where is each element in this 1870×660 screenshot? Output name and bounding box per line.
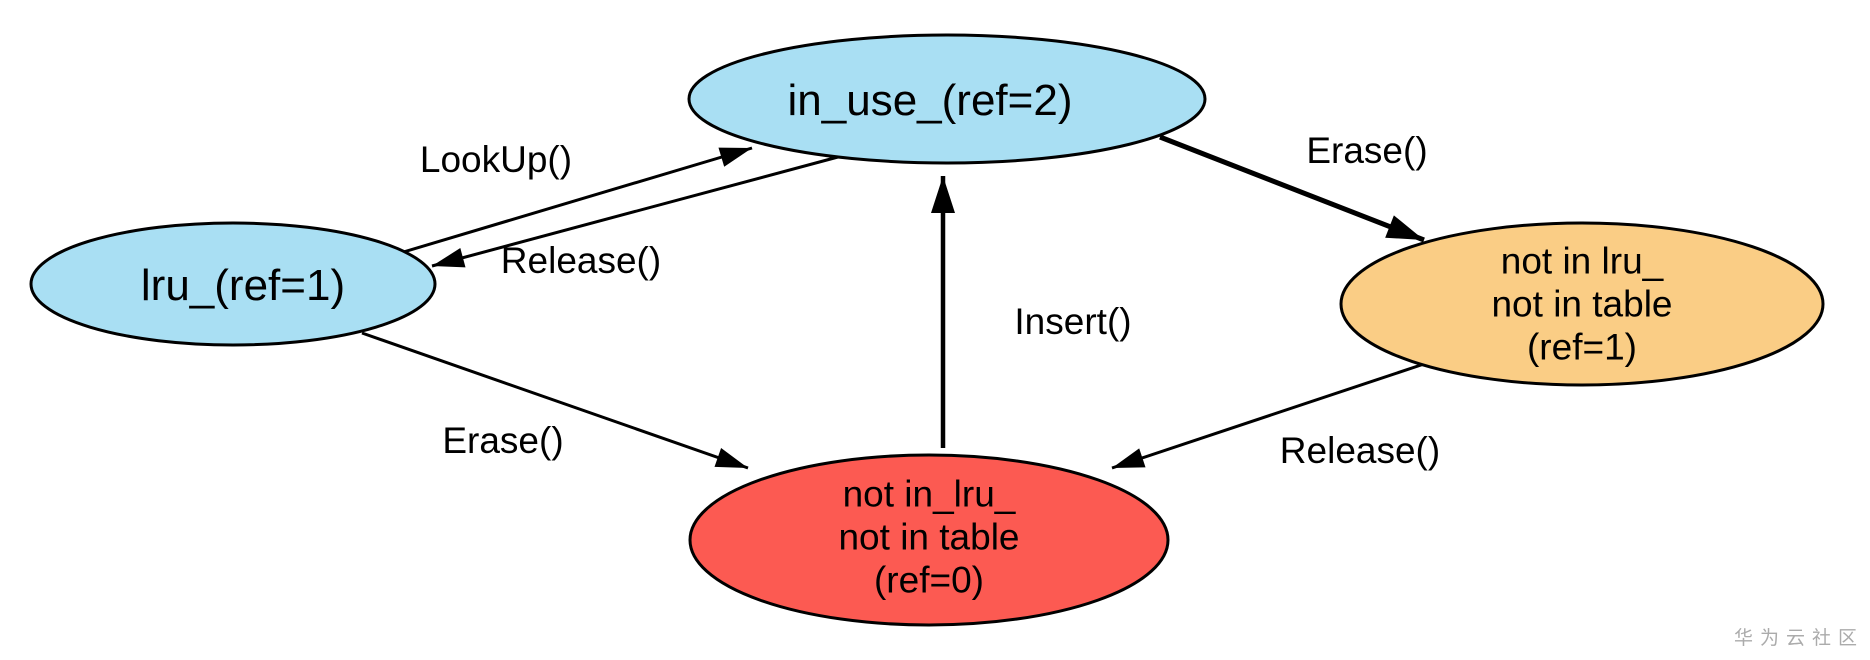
state-not-in-table-ref1-line1: not in lru_: [1500, 240, 1664, 282]
state-not-in-table-ref0-line2: not in table: [838, 516, 1020, 558]
huawei-cloud-watermark: 华为云社区: [1733, 628, 1864, 649]
edge-lookup-arrow: [389, 146, 753, 258]
state-not-in-table-ref1-line2: not in table: [1491, 283, 1673, 325]
state-not-in-table-ref0-label: not in_lru_ not in table (ref=0): [838, 473, 1019, 602]
edge-erase-right-arrow: [1159, 134, 1425, 243]
edge-release-top-label: Release(): [500, 240, 662, 281]
edge-lookup-label: LookUp(): [419, 139, 573, 180]
state-not-in-table-ref0-ellipse: [688, 453, 1170, 627]
state-not-in-table-ref0-line1: not in_lru_: [842, 473, 1016, 515]
state-not-in-table-ref1-line3: (ref=1): [1526, 326, 1637, 368]
edge-release-bottom-label: Release(): [1279, 430, 1441, 471]
state-in-use-label: in_use_(ref=2): [787, 76, 1073, 126]
state-not-in-table-ref0-line3: (ref=0): [873, 559, 984, 601]
state-lru-ellipse: [29, 221, 437, 347]
state-in-use-ellipse: [687, 33, 1207, 165]
edge-erase-right-label: Erase(): [1306, 130, 1428, 171]
state-not-in-table-ref1-ellipse: [1339, 221, 1825, 387]
edge-erase-left-arrow: [361, 331, 749, 470]
edge-erase-left-label: Erase(): [442, 420, 564, 461]
edge-insert-label: Insert(): [1014, 301, 1132, 342]
state-lru-label: lru_(ref=1): [140, 261, 346, 311]
edge-release-bottom-arrow: [1111, 362, 1425, 470]
edge-release-top-arrow: [431, 155, 839, 268]
state-not-in-table-ref1-label: not in lru_ not in table (ref=1): [1491, 240, 1672, 369]
